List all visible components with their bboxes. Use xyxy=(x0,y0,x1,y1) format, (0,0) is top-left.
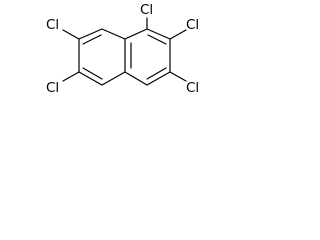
bond-c5-c4a xyxy=(101,71,126,86)
bond-c4-c4a xyxy=(124,71,148,86)
atom-label-cl-c3: Cl xyxy=(186,80,199,96)
bond-c6-c5 xyxy=(78,71,103,86)
bond-c2-cl xyxy=(169,29,187,40)
bond-c8-c7-inner xyxy=(82,34,102,45)
bond-c8a-c8 xyxy=(101,28,126,40)
atom-label-cl-c6: Cl xyxy=(46,80,59,96)
bond-c6-c5-inner xyxy=(82,67,103,80)
bond-c8-c7 xyxy=(78,28,103,40)
bond-c3-cl xyxy=(169,71,187,82)
bond-c6-cl xyxy=(62,71,80,82)
bond-c1-c2 xyxy=(146,28,171,40)
bond-c7-cl xyxy=(62,29,80,40)
molecule-structure: Cl Cl Cl Cl Cl xyxy=(46,2,199,96)
atom-label-cl-c7: Cl xyxy=(46,17,59,33)
atom-label-cl-c2: Cl xyxy=(186,17,199,33)
bond-c1-c2-inner xyxy=(147,34,167,45)
bond-c3-c4-inner xyxy=(146,67,167,80)
bond-c3-c4 xyxy=(146,71,171,86)
bond-c8a-c1 xyxy=(124,28,148,40)
atom-label-cl-c1: Cl xyxy=(140,2,153,18)
